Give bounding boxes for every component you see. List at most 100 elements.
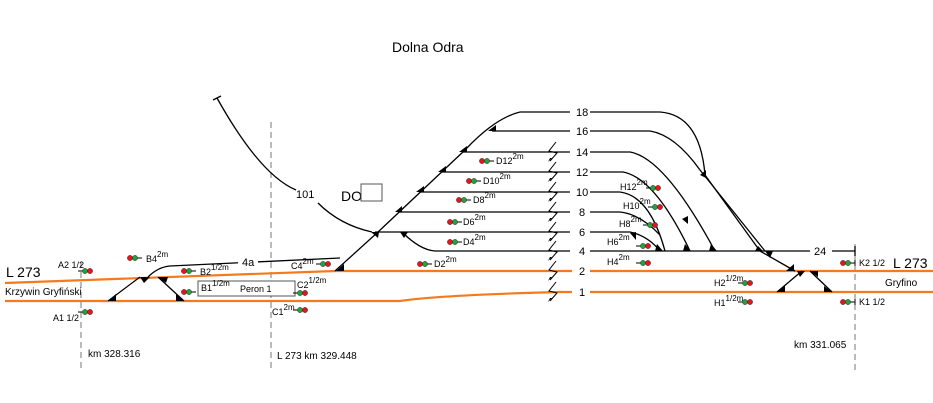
red-lamp-icon <box>325 261 331 267</box>
track-14-right[interactable] <box>590 151 716 252</box>
green-lamp-icon <box>422 261 428 267</box>
crossover-left-b[interactable] <box>157 276 185 302</box>
right-switches <box>630 170 794 271</box>
track-label-12: 12 <box>576 167 588 179</box>
signal-c4[interactable]: C42m <box>291 257 331 271</box>
ladder-switches <box>336 125 496 271</box>
track-12-right[interactable] <box>590 171 691 252</box>
green-lamp-icon <box>82 309 88 315</box>
red-lamp-icon <box>652 222 658 228</box>
signal-h4[interactable]: H42m <box>607 253 651 267</box>
red-lamp-icon <box>87 309 93 315</box>
km-marker-left: km 328.316 <box>88 349 141 360</box>
main-tracks <box>4 269 933 303</box>
signal-d8[interactable]: D82m <box>456 191 496 205</box>
red-lamp-icon <box>645 260 651 266</box>
track-label-8: 8 <box>579 207 585 219</box>
signal-label: D42m <box>463 233 486 247</box>
green-lamp-icon <box>186 268 192 274</box>
lightning-arrow-icon <box>548 257 552 261</box>
km-marker-center: L 273 km 329.448 <box>277 351 357 362</box>
track-4a[interactable] <box>147 257 341 278</box>
signal-label: D82m <box>473 191 496 205</box>
track-label-101: 101 <box>296 189 314 201</box>
station-tracks-right <box>590 111 856 272</box>
signal-d6[interactable]: D62m <box>447 213 486 227</box>
platform-peron-1[interactable] <box>197 280 296 297</box>
signal-label: H11/2m <box>714 294 744 308</box>
signal-d4[interactable]: D42m <box>447 233 486 247</box>
track-1[interactable] <box>5 290 933 303</box>
signal-label: K1 1/2 <box>859 297 885 307</box>
track-18-right[interactable] <box>590 111 761 252</box>
red-lamp-icon <box>417 261 423 267</box>
red-lamp-icon <box>302 290 308 296</box>
signal-label: H42m <box>607 253 630 267</box>
track-10-right[interactable] <box>590 191 666 252</box>
red-lamp-icon <box>840 260 846 266</box>
track-4-to-2-connection[interactable] <box>759 250 796 272</box>
track-16-right[interactable] <box>590 130 766 252</box>
signal-b2[interactable]: B21/2m <box>181 263 229 277</box>
signal-k1[interactable]: K1 1/2 <box>840 297 885 307</box>
green-lamp-icon <box>297 307 303 313</box>
green-lamp-icon <box>647 222 653 228</box>
red-lamp-icon <box>181 289 187 295</box>
crossover-right-a[interactable] <box>776 270 803 293</box>
signal-h6[interactable]: H62m <box>607 233 651 249</box>
lightning-icon <box>548 221 558 242</box>
direction-left: Krzywin Gryfiński <box>5 287 82 298</box>
signal-h12[interactable]: H122m <box>620 178 661 192</box>
signal-label: D122m <box>496 152 524 166</box>
left-crossover <box>107 276 185 302</box>
signal-c1[interactable]: C12m <box>272 303 308 317</box>
signal-label: C12m <box>272 303 295 317</box>
green-lamp-icon <box>320 261 326 267</box>
signal-a2[interactable]: A2 1/2 <box>58 260 93 274</box>
green-lamp-icon <box>652 204 658 210</box>
signal-h2[interactable]: H21/2m <box>714 274 753 288</box>
green-lamp-icon <box>132 255 138 261</box>
signal-d12[interactable]: D122m <box>479 152 524 166</box>
signal-label: H122m <box>620 178 648 192</box>
lightning-icon <box>548 281 558 302</box>
signal-h10[interactable]: H102m <box>623 197 663 211</box>
signal-c2[interactable]: C21/2m <box>293 276 327 296</box>
green-lamp-icon <box>452 219 458 225</box>
red-lamp-icon <box>181 268 187 274</box>
direction-right: Gryfino <box>885 278 918 289</box>
red-lamp-icon <box>479 158 485 164</box>
red-lamp-icon <box>456 197 462 203</box>
right-crossover <box>776 270 833 293</box>
signal-h8[interactable]: H82m <box>619 215 658 229</box>
km-marker-right: km 331.065 <box>794 340 847 351</box>
lightning-arrow-icon <box>548 238 552 242</box>
signal-label: D22m <box>434 255 457 269</box>
crossover-right-b[interactable] <box>809 270 833 293</box>
station-building-box[interactable] <box>360 183 383 202</box>
signal-b4[interactable]: B42m <box>127 250 168 264</box>
track-label-4: 4 <box>579 246 585 258</box>
signal-h1[interactable]: H11/2m <box>714 294 753 308</box>
signal-d10[interactable]: D102m <box>466 172 511 186</box>
track-numbers: 18 16 14 12 10 8 6 4 2 1 <box>572 107 590 299</box>
signal-k2[interactable]: K2 1/2 <box>840 258 885 268</box>
track-4-left[interactable] <box>401 231 570 252</box>
track-101-upper[interactable] <box>216 97 297 191</box>
line-label-left: L 273 <box>6 264 41 280</box>
track-8-right[interactable] <box>590 211 661 236</box>
lightning-icon <box>548 240 558 261</box>
signal-a1[interactable]: A1 1/2 <box>53 309 93 323</box>
signal-label: C42m <box>291 257 314 271</box>
red-lamp-icon <box>466 178 472 184</box>
track-label-16: 16 <box>576 126 588 138</box>
green-lamp-icon <box>461 197 467 203</box>
station-title: Dolna Odra <box>392 39 464 55</box>
track-101-lower[interactable] <box>317 202 373 233</box>
signal-label: B21/2m <box>200 263 229 277</box>
lightning-arrow-icon <box>548 277 552 281</box>
red-lamp-icon <box>447 239 453 245</box>
signal-b1[interactable]: B11/2m <box>181 279 230 295</box>
signal-d2[interactable]: D22m <box>417 255 457 269</box>
